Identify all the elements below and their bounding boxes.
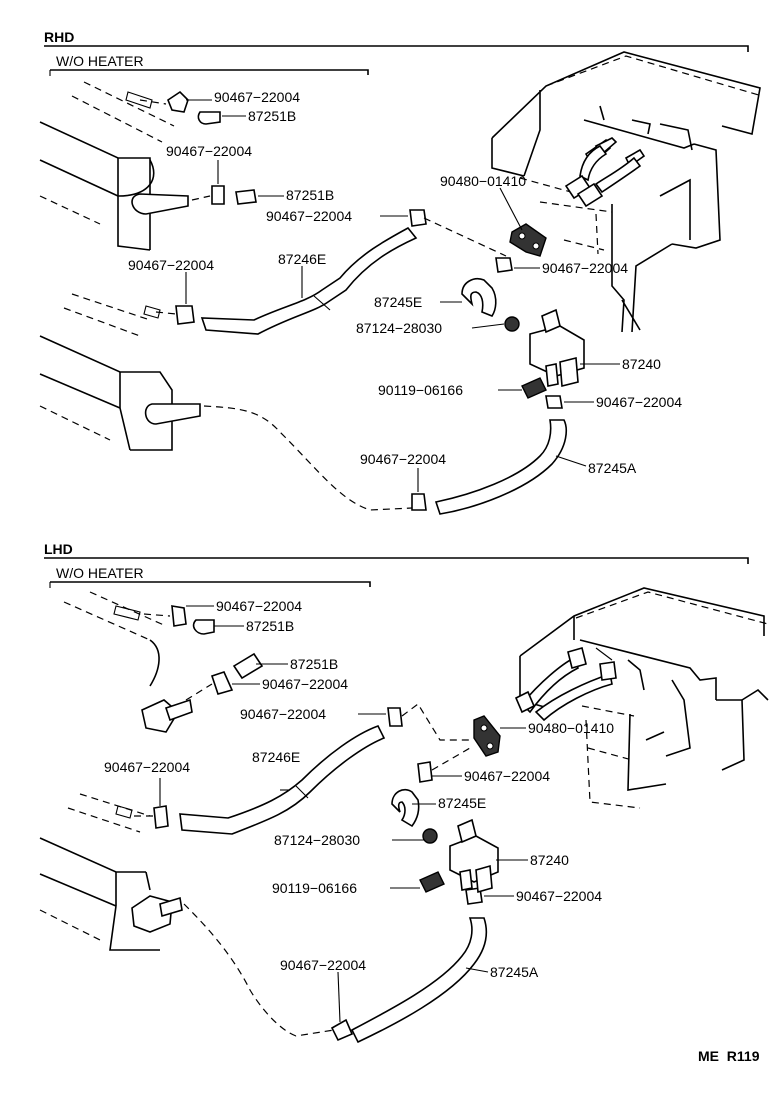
- rhd-label-7: 90467−22004: [542, 260, 628, 276]
- rhd-gasket: [509, 223, 547, 257]
- rhd-label-15: 90467−22004: [360, 451, 446, 467]
- rhd-label-8: 87246E: [278, 251, 326, 267]
- lhd-label-7: 90467−22004: [464, 768, 550, 784]
- rhd-label-6: 90480−01410: [440, 173, 526, 189]
- rhd-hose-87245a: [434, 419, 567, 515]
- rhd-section: RHD W/O HEATER: [39, 29, 763, 515]
- lhd-clamps: [153, 605, 483, 1042]
- lhd-label-6: 90480−01410: [528, 720, 614, 736]
- rhd-label-11: 87124−28030: [356, 320, 442, 336]
- rhd-bracket: [44, 45, 749, 52]
- lhd-subtitle-bracket: [50, 581, 371, 587]
- lhd-label-16: 87245A: [490, 964, 539, 980]
- lhd-label-12: 87240: [530, 852, 569, 868]
- rhd-elbow-87245e: [461, 278, 497, 317]
- lhd-label-11: 87124−28030: [274, 832, 360, 848]
- rhd-label-1: 90467−22004: [214, 89, 300, 105]
- rhd-plug-upper: [197, 111, 221, 125]
- lhd-label-5: 90467−22004: [240, 706, 326, 722]
- rhd-valve-87240: [529, 308, 585, 388]
- rhd-label-5: 90467−22004: [266, 208, 352, 224]
- rhd-label-2: 87251B: [248, 108, 296, 124]
- lhd-label-2: 87251B: [246, 618, 294, 634]
- lhd-upper-unit: [63, 591, 193, 733]
- rhd-label-12: 87240: [622, 356, 661, 372]
- rhd-upper-unit: [39, 81, 189, 251]
- rhd-label-3: 90467−22004: [166, 143, 252, 159]
- rhd-plug-mid: [235, 189, 257, 205]
- rhd-label-14: 90467−22004: [596, 394, 682, 410]
- figure-code: ME R119: [698, 1048, 760, 1064]
- lhd-label-4: 90467−22004: [262, 676, 348, 692]
- rhd-label-13: 90119−06166: [378, 382, 463, 398]
- lhd-section-title: LHD: [44, 541, 73, 557]
- lhd-label-10: 87245E: [438, 795, 486, 811]
- lhd-label-8: 87246E: [252, 749, 300, 765]
- rhd-clamps: [167, 90, 563, 511]
- lhd-label-13: 90119−06166: [272, 880, 357, 896]
- rhd-label-10: 87245E: [374, 294, 422, 310]
- lhd-plug-upper: [192, 619, 215, 635]
- lhd-label-15: 90467−22004: [280, 957, 366, 973]
- lhd-label-3: 87251B: [290, 656, 338, 672]
- rhd-washer: [504, 316, 520, 332]
- rhd-label-16: 87245A: [588, 460, 637, 476]
- lhd-label-9: 90467−22004: [104, 759, 190, 775]
- lhd-label-1: 90467−22004: [216, 598, 302, 614]
- rhd-heater-box: [491, 51, 763, 333]
- lhd-gasket: [473, 715, 501, 757]
- lhd-bracket: [44, 557, 749, 564]
- rhd-label-4: 87251B: [286, 187, 334, 203]
- rhd-section-title: RHD: [44, 29, 74, 45]
- lhd-label-14: 90467−22004: [516, 888, 602, 904]
- lhd-plug-mid: [232, 652, 264, 680]
- rhd-lower-unit: [39, 293, 201, 451]
- lhd-lower-unit: [39, 793, 183, 951]
- rhd-bolt: [521, 377, 547, 399]
- lhd-hose-87246e: [179, 725, 386, 835]
- rhd-subtitle-bracket: [50, 69, 369, 75]
- lhd-elbow-87245e: [391, 788, 420, 828]
- lhd-bolt: [419, 871, 445, 893]
- rhd-subtitle: W/O HEATER: [56, 53, 144, 69]
- lhd-washer: [422, 828, 438, 844]
- lhd-valve-87240: [449, 818, 499, 894]
- lhd-subtitle: W/O HEATER: [56, 565, 144, 581]
- lhd-section: LHD W/O HEATER: [39, 541, 769, 1044]
- rhd-label-9: 90467−22004: [128, 257, 214, 273]
- rhd-hose-87246e: [200, 226, 418, 335]
- lhd-hose-87245a: [350, 917, 488, 1044]
- lhd-heater-box: [514, 587, 769, 809]
